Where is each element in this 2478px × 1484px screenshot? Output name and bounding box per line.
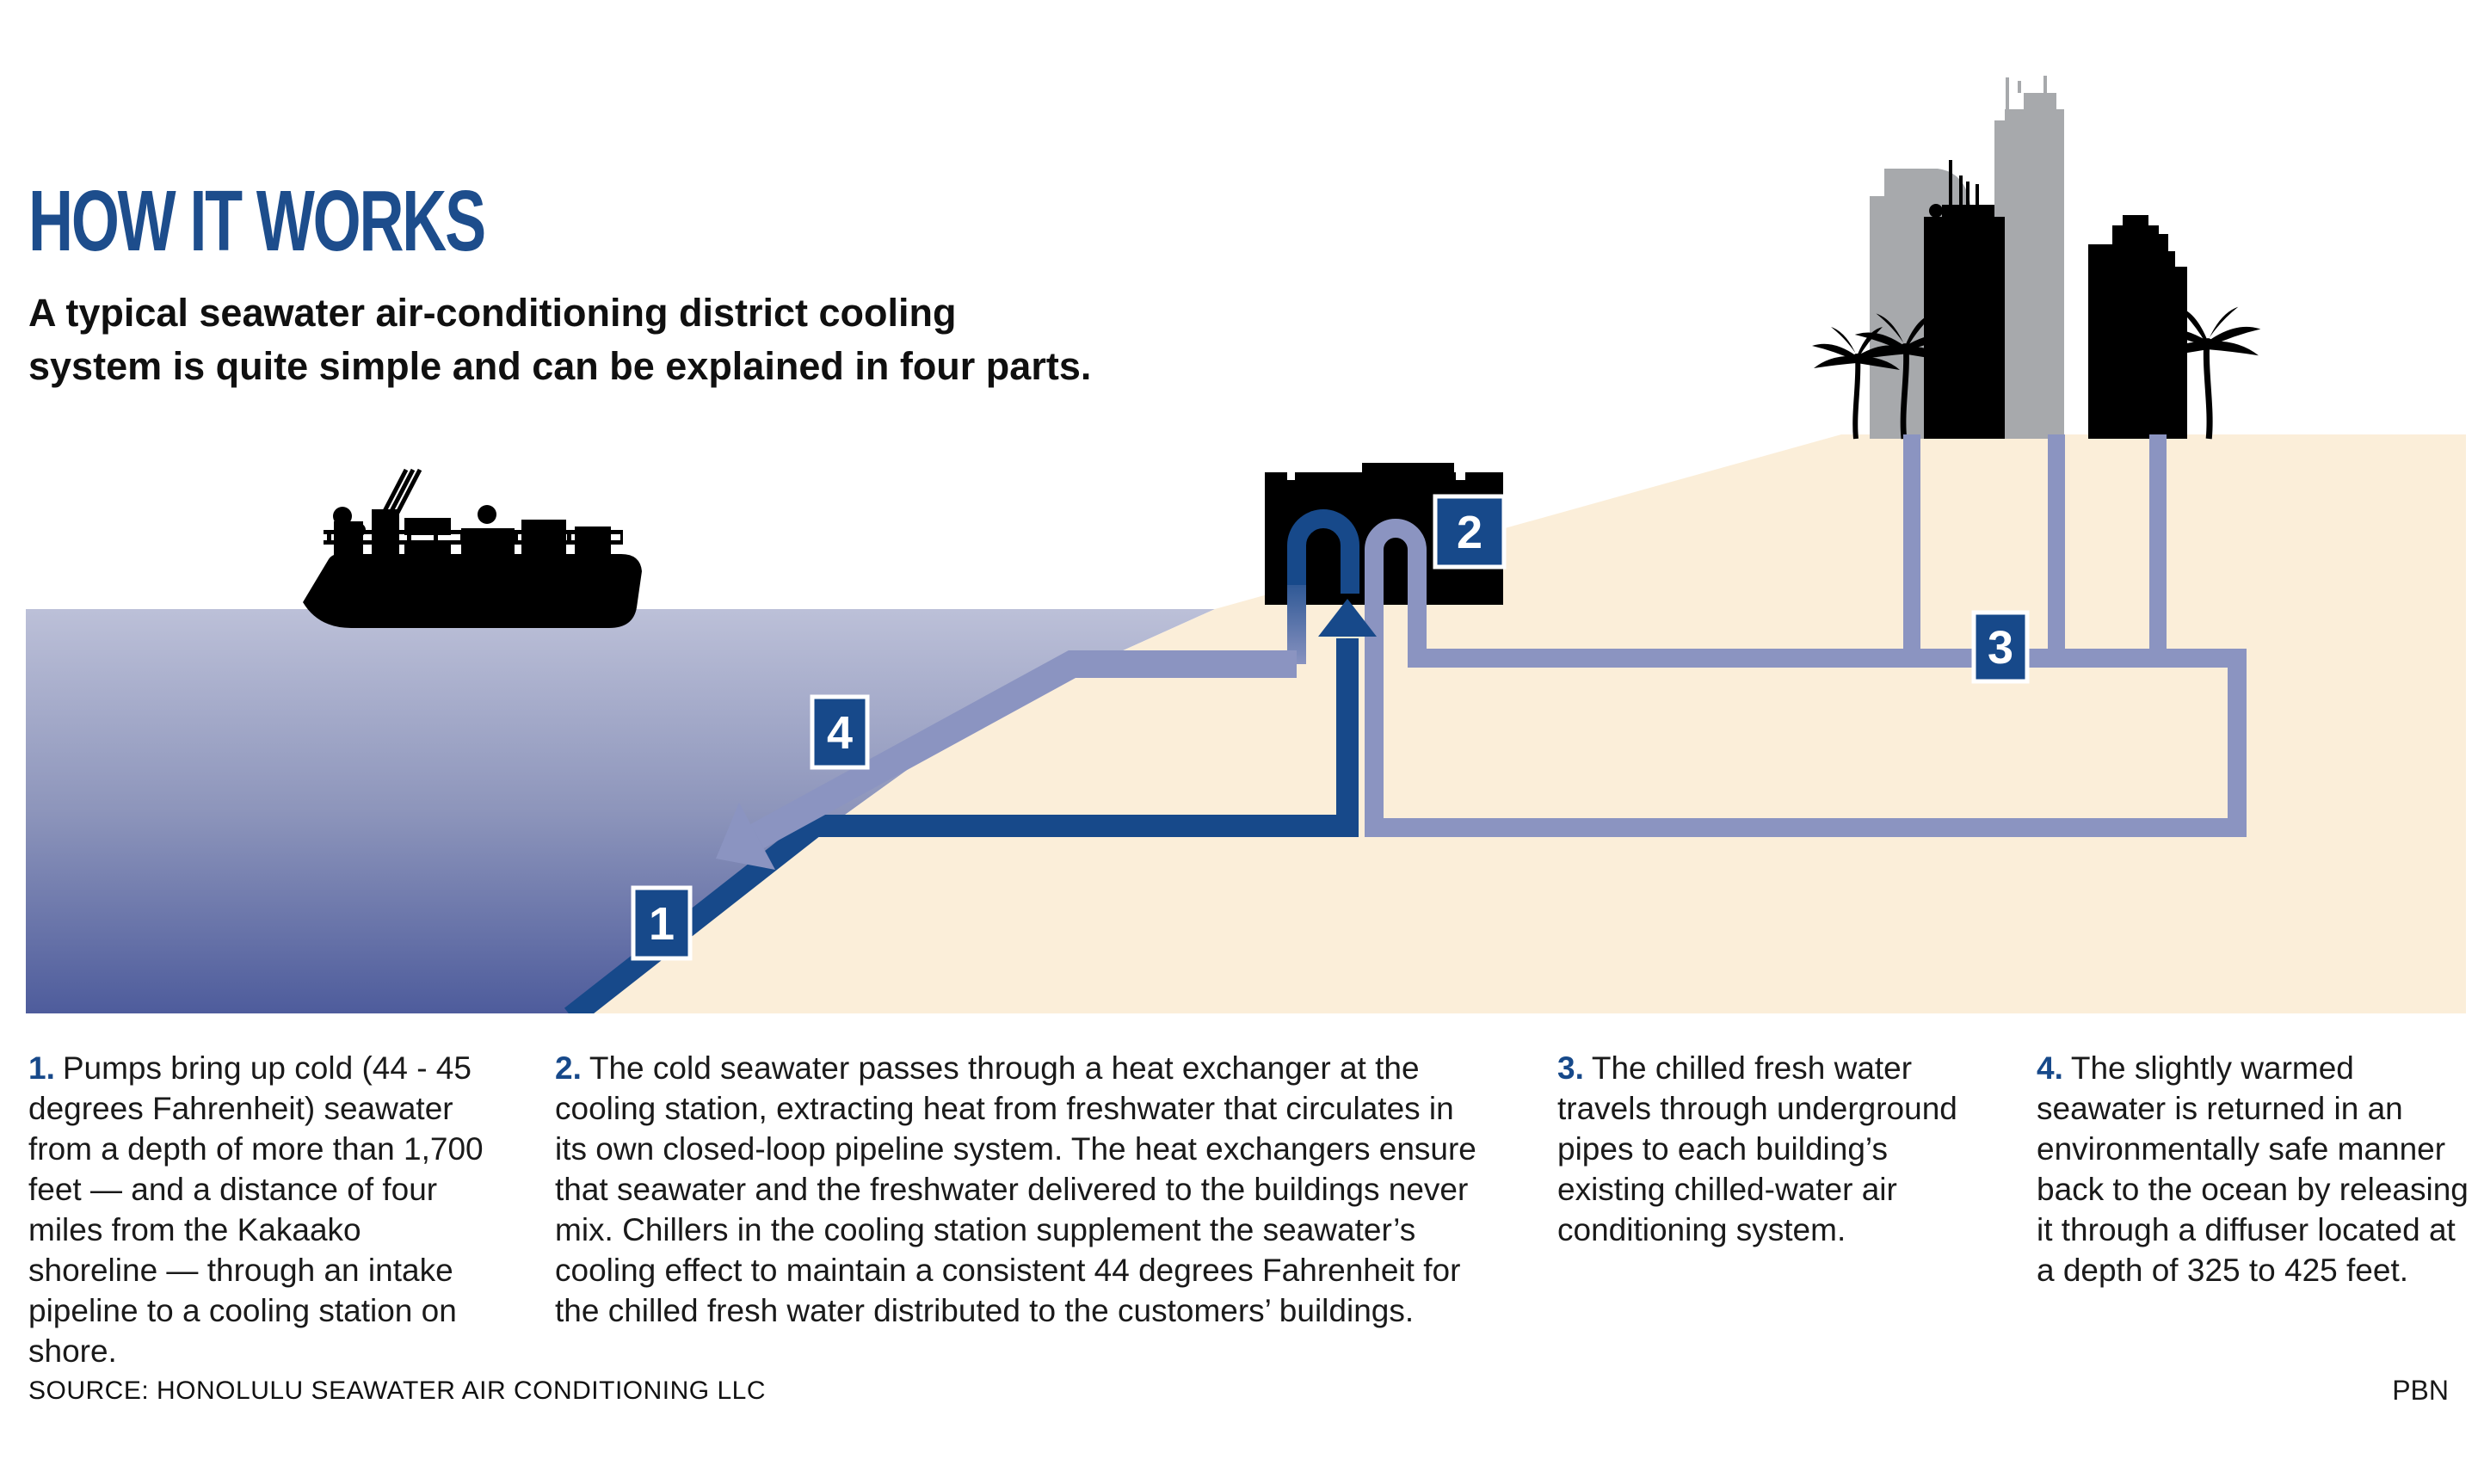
step-text-4: The slightly warmed seawater is returned… [2037, 1050, 2469, 1288]
step-marker-2: 2 [1433, 494, 1507, 570]
step-number-4: 4. [2037, 1050, 2063, 1086]
ocean [26, 609, 1215, 1013]
step-number-2: 2. [555, 1050, 582, 1086]
return-pipe [750, 650, 1297, 849]
step-description-4: 4.The slightly warmed seawater is return… [2037, 1048, 2471, 1290]
svg-text:1: 1 [649, 898, 675, 950]
svg-text:2: 2 [1457, 507, 1482, 558]
step-text-3: The chilled fresh water travels through … [1557, 1050, 1957, 1247]
intake-arrowhead [1318, 599, 1377, 637]
heat-exchanger-arch-seawater [1287, 509, 1359, 602]
step-description-1: 1.Pumps bring up cold (44 - 45 degrees F… [28, 1048, 489, 1371]
black-building-left [1924, 205, 2005, 439]
city-buildings [1812, 76, 2260, 439]
gray-building-tall [1994, 93, 2064, 439]
return-pipe-arrowhead [716, 803, 775, 870]
shoreline-land [570, 434, 2466, 1013]
building-supply-drops [1903, 434, 2167, 650]
step-marker-3: 3 [1971, 610, 2030, 684]
source-line: SOURCE: HONOLULU SEAWATER AIR CONDITIONI… [28, 1376, 767, 1405]
step-marker-4: 4 [810, 694, 870, 770]
subtitle: A typical seawater air-conditioning dist… [28, 286, 1091, 393]
black-building-right [2088, 215, 2187, 439]
step-text-2: The cold seawater passes through a heat … [555, 1050, 1476, 1328]
credit-pbn: PBN [2392, 1375, 2449, 1406]
page-title: HOW IT WORKS [28, 173, 486, 269]
gray-tower-antennas [2006, 76, 2047, 109]
header: HOW IT WORKS A typical seawater air-cond… [28, 172, 1091, 393]
subtitle-line-2: system is quite simple and can be explai… [28, 344, 1092, 388]
svg-text:4: 4 [827, 707, 853, 759]
svg-text:3: 3 [1988, 622, 2013, 674]
freshwater-loop-pipe [1365, 519, 2247, 837]
step-marker-1: 1 [631, 885, 693, 961]
step-number-3: 3. [1557, 1050, 1584, 1086]
black-building-antennas [1949, 160, 1979, 205]
step-number-1: 1. [28, 1050, 55, 1086]
intake-pipe [564, 638, 1359, 1013]
cruise-ship-icon [303, 468, 642, 628]
step-text-1: Pumps bring up cold (44 - 45 degrees Fah… [28, 1050, 484, 1369]
step-description-2: 2.The cold seawater passes through a hea… [555, 1048, 1484, 1331]
step-description-3: 3.The chilled fresh water travels throug… [1557, 1048, 1992, 1250]
subtitle-line-1: A typical seawater air-conditioning dist… [28, 291, 957, 335]
